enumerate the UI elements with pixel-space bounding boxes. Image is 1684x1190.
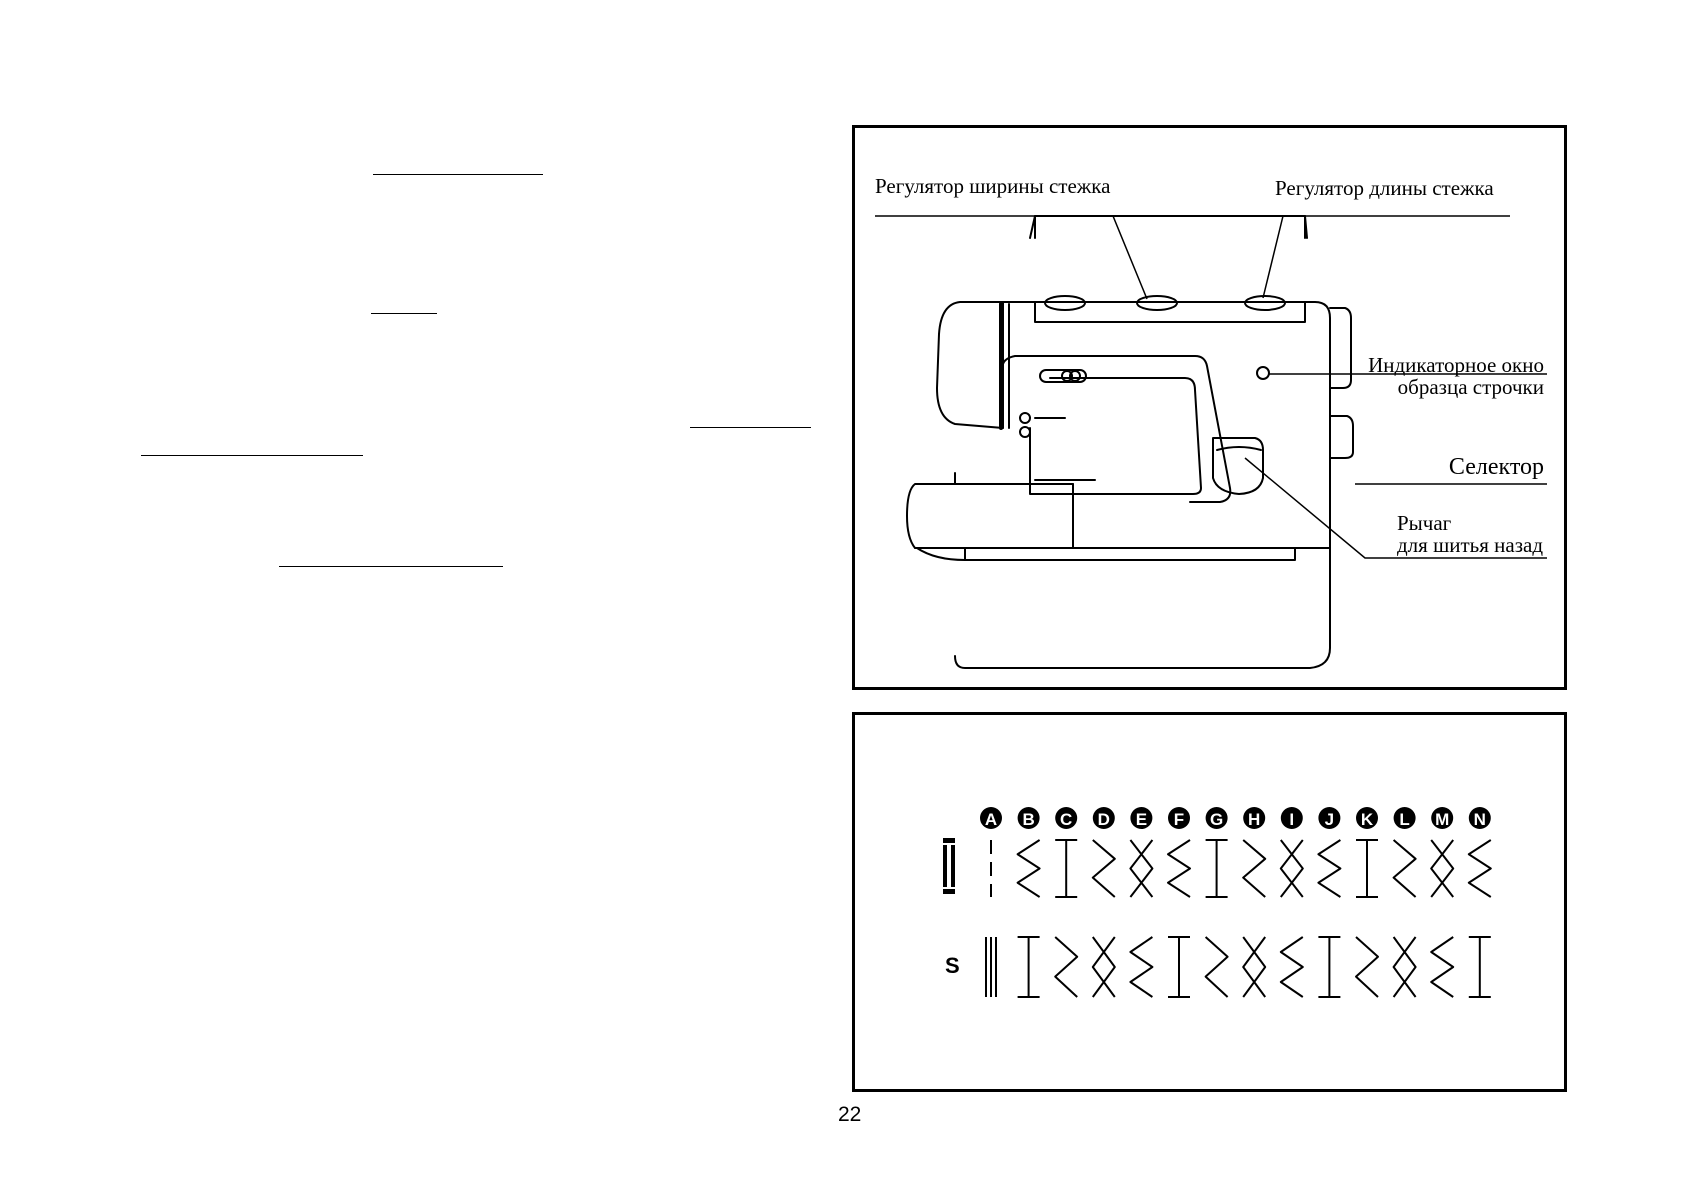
stitch-badge-m: M: [1431, 807, 1454, 829]
stitch-badge-b: B: [1017, 807, 1040, 829]
reverse-lever: [1212, 437, 1264, 495]
width-regulator-label: Регулятор ширины стежка: [875, 174, 1111, 198]
stitch-d-row2: [1091, 936, 1116, 998]
width-leader: [875, 215, 1148, 300]
stitch-badge-g: G: [1205, 807, 1228, 829]
machine-diagram-panel: Регулятор ширины стежка Регулятор длины …: [852, 125, 1567, 690]
stitch-b-row2: [1017, 936, 1040, 998]
length-leader: [1262, 215, 1510, 299]
stitch-badge-j: J: [1318, 807, 1341, 829]
stitch-d-row1: [1091, 839, 1116, 898]
svg-text:C: C: [1060, 810, 1072, 829]
svg-text:N: N: [1474, 810, 1486, 829]
stitch-badge-f: F: [1168, 807, 1190, 829]
svg-text:L: L: [1399, 810, 1409, 829]
stitch-l-row1: [1392, 839, 1417, 898]
buttonhole-icon: [943, 838, 955, 894]
stitch-i-row1: [1279, 839, 1304, 898]
stitch-e-row2: [1129, 936, 1154, 998]
stitch-badge-i: I: [1280, 807, 1303, 829]
stitch-n-row2: [1468, 936, 1491, 998]
length-regulator-label: Регулятор длины стежка: [1275, 176, 1494, 200]
stitch-badge-n: N: [1468, 807, 1491, 829]
stitch-badge-e: E: [1130, 807, 1153, 829]
stitch-chart-panel: A B C D E F G H I J K L M N S: [852, 712, 1567, 1092]
selector-knob: [1329, 415, 1354, 459]
machine-body-right: [954, 301, 1331, 669]
stitch-a-row2: [985, 937, 997, 997]
machine-arm-outer: [1002, 355, 1232, 503]
stitch-g-row2: [1204, 936, 1229, 998]
svg-text:M: M: [1435, 810, 1449, 829]
stitch-k-row2: [1355, 936, 1379, 998]
stitch-badge-l: L: [1393, 807, 1416, 829]
stitch-g-row1: [1205, 839, 1228, 898]
selector-label: Селектор: [1448, 454, 1544, 480]
blank-line-1: [373, 174, 543, 175]
machine-arm-inner: [1029, 377, 1202, 495]
pattern-window-icon: [1256, 366, 1270, 380]
stitch-letter-badges: A B C D E F G H I J K L M N: [980, 807, 1491, 829]
stitch-badge-c: C: [1055, 807, 1078, 829]
stitch-badge-h: H: [1243, 807, 1266, 829]
stitch-k-row1: [1356, 839, 1378, 898]
row-label-s: S: [945, 953, 960, 978]
stitch-l-row2: [1392, 936, 1417, 998]
stitch-h-row2: [1242, 936, 1267, 998]
stitch-n-row1: [1467, 839, 1492, 898]
pattern-window-label: Индикаторное окно образца строчки: [1368, 353, 1544, 399]
svg-text:I: I: [1289, 810, 1294, 829]
stitch-f-row2: [1168, 936, 1190, 998]
stitch-m-row2: [1430, 936, 1455, 998]
callout-leader-lines: [875, 215, 1547, 559]
stitch-c-row2: [1054, 936, 1079, 998]
stitch-chart: A B C D E F G H I J K L M N: [943, 807, 1492, 998]
machine-head-front: [936, 301, 1004, 429]
stitch-badge-d: D: [1092, 807, 1115, 829]
svg-text:J: J: [1325, 810, 1334, 829]
blank-line-3: [690, 427, 811, 428]
svg-text:G: G: [1210, 810, 1223, 829]
stitch-badge-k: K: [1356, 807, 1378, 829]
reverse-lever-label: Рычаг для шитья назад: [1397, 511, 1544, 557]
blank-line-5: [279, 566, 503, 567]
blank-line-4: [141, 455, 363, 456]
svg-text:H: H: [1248, 810, 1260, 829]
stitch-badge-a: A: [980, 807, 1002, 829]
machine-base: [964, 547, 1296, 561]
svg-text:F: F: [1174, 810, 1184, 829]
sewing-machine-illustration: [906, 215, 1354, 669]
svg-text:K: K: [1361, 810, 1374, 829]
page-number: 22: [838, 1103, 862, 1126]
svg-text:D: D: [1098, 810, 1110, 829]
blank-line-2: [371, 313, 437, 314]
reverse-lever-leader: [1244, 457, 1547, 559]
stitch-c-row1: [1055, 839, 1078, 898]
stitch-b-row1: [1016, 839, 1041, 898]
stitch-h-row1: [1242, 839, 1267, 898]
stitch-f-row1: [1167, 839, 1191, 898]
stitch-e-row1: [1129, 839, 1154, 898]
stitch-m-row1: [1430, 839, 1455, 898]
stitch-i-row2: [1279, 936, 1304, 998]
stitch-j-row2: [1318, 936, 1341, 998]
svg-text:B: B: [1022, 810, 1034, 829]
svg-text:A: A: [985, 810, 997, 829]
svg-text:E: E: [1136, 810, 1147, 829]
stitch-j-row1: [1317, 839, 1342, 898]
